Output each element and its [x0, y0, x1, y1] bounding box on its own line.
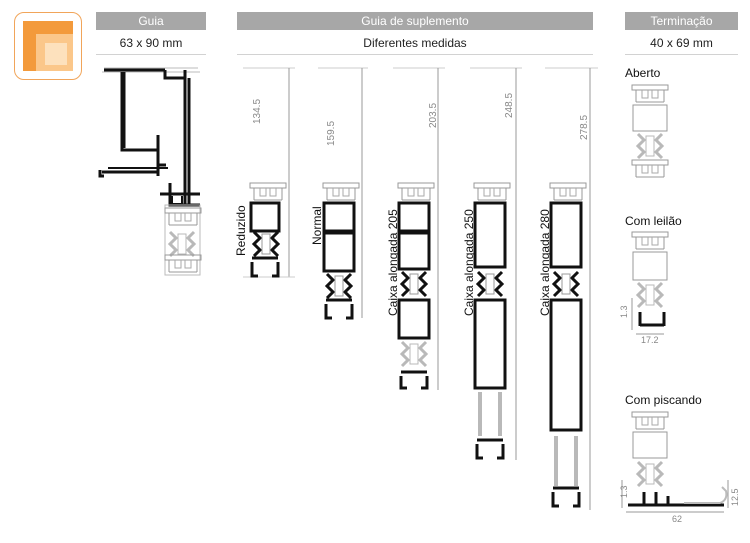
terminacao-piscando-profile [621, 411, 729, 513]
label-normal: Normal [310, 206, 324, 245]
terminacao-header: Terminação [625, 12, 738, 30]
suplemento-280 [545, 67, 598, 510]
dim-reduzido: 134.5 [252, 98, 263, 124]
dim-piscando-height: 1.3 [619, 485, 629, 498]
suplemento-dimension: Diferentes medidas [237, 32, 593, 55]
label-205: Caixa alongada 205 [386, 209, 400, 316]
dim-leilao-height: 1.3 [619, 305, 629, 318]
label-280: Caixa alongada 280 [538, 209, 552, 316]
label-250: Caixa alongada 250 [462, 209, 476, 316]
guia-dimension: 63 x 90 mm [96, 32, 206, 55]
guia-header: Guia [96, 12, 206, 30]
terminacao-dimension: 40 x 69 mm [625, 32, 738, 55]
brand-logo [14, 12, 82, 80]
suplemento-normal [318, 67, 368, 320]
label-leilao: Com leilão [625, 214, 682, 228]
label-piscando: Com piscando [625, 393, 702, 407]
dim-piscando-side: 12.5 [730, 488, 740, 506]
dim-leilao-width: 17.2 [641, 335, 659, 345]
suplemento-reduzido [243, 67, 295, 278]
suplemento-205 [393, 67, 445, 390]
guia-profile [98, 67, 202, 276]
label-aberto: Aberto [625, 66, 661, 80]
terminacao-aberto-profile [631, 84, 669, 178]
label-reduzido: Reduzido [234, 205, 248, 256]
suplemento-header: Guia de suplemento [237, 12, 593, 30]
logo-mark-icon [23, 21, 73, 71]
dim-piscando-width: 62 [672, 514, 683, 524]
terminacao-leilao-profile [631, 231, 669, 335]
dim-normal: 159.5 [326, 120, 337, 146]
suplemento-250 [470, 67, 522, 460]
dim-250: 248.5 [504, 92, 515, 118]
dim-205: 203.5 [428, 102, 439, 128]
dim-280: 278.5 [579, 114, 590, 140]
